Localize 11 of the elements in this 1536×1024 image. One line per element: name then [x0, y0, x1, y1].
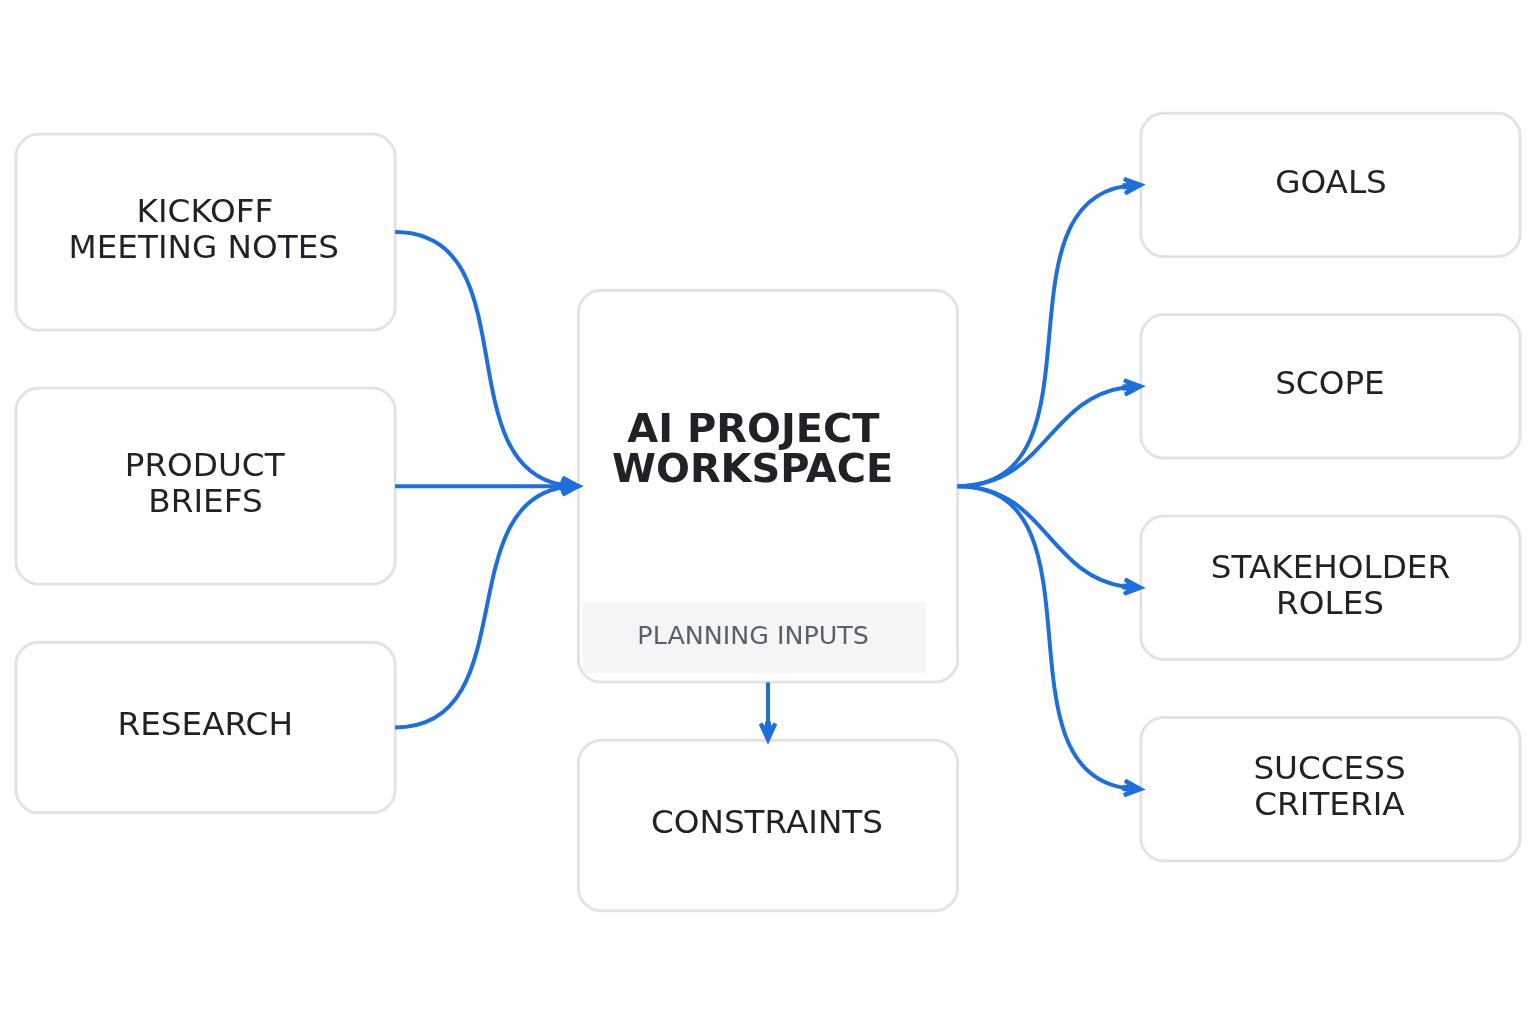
node-box: PRODUCT BRIEFS [14, 386, 397, 586]
arrow [758, 682, 778, 742]
node-box: GOALS [1139, 111, 1522, 259]
node-box: RESEARCH [14, 640, 397, 815]
node-box: AI PROJECT WORKSPACE PLANNING INPUTS [576, 288, 960, 684]
node-box: STAKEHOLDER ROLES [1139, 514, 1522, 661]
node-box: SCOPE [1139, 313, 1522, 460]
arrow [957, 484, 1143, 798]
node-box: SUCCESS CRITERIA [1139, 716, 1522, 863]
node-box: KICKOFF MEETING NOTES [14, 132, 397, 332]
node-box: CONSTRAINTS [576, 738, 960, 913]
